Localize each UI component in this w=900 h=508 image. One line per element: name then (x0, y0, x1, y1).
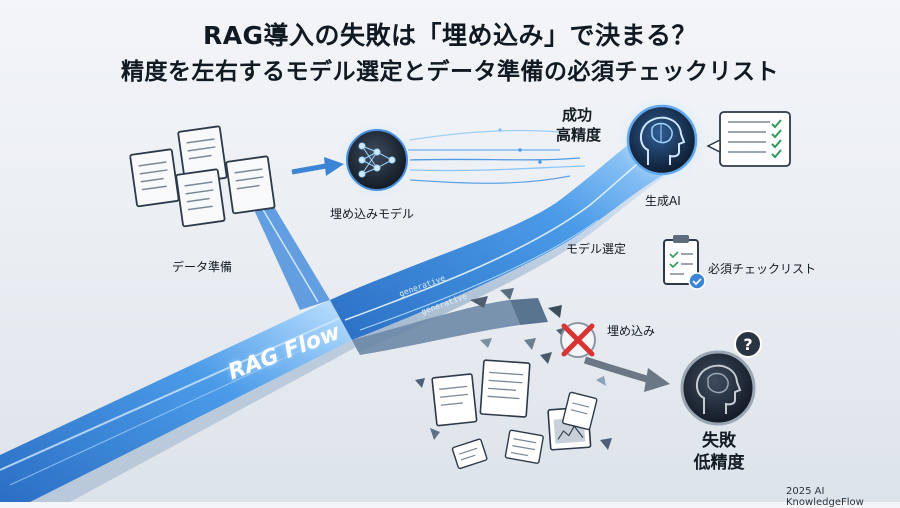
confused-head-icon (680, 350, 756, 426)
failure-branch (352, 288, 570, 364)
page-title: RAG導入の失敗は「埋め込み」で決まる？ (202, 21, 698, 50)
scattered-documents-icon (415, 359, 612, 470)
arrow-right-icon (291, 157, 344, 176)
success-label: 成功 (562, 106, 593, 124)
question-mark-icon: ? (734, 330, 762, 358)
embedding-model-label: 埋め込みモデル (330, 207, 415, 221)
rag-flow-road (0, 300, 360, 502)
data-prep-label: データ準備 (172, 260, 233, 274)
brain-head-icon (618, 96, 706, 184)
checklist-document-icon (706, 111, 791, 167)
footer-credit: 2025 AI KnowledgeFlow (786, 486, 864, 508)
generative-ai-label: 生成AI (645, 194, 681, 208)
failure-arrow-icon (583, 356, 670, 392)
red-x-icon (560, 322, 596, 358)
document-stack-icon (129, 125, 276, 228)
page-subtitle: 精度を左右するモデル選定とデータ準備の必須チェックリスト (121, 59, 779, 85)
data-stream (407, 128, 586, 184)
high-accuracy-label: 高精度 (556, 126, 602, 144)
neural-network-icon (339, 122, 415, 198)
svg-text:?: ? (743, 335, 752, 354)
clipboard-check-icon (663, 235, 706, 290)
data-prep-branch (255, 200, 330, 310)
failure-label: 失敗 (702, 431, 736, 451)
model-selection-label: モデル選定 (566, 242, 627, 256)
checklist-label: 必須チェックリスト (708, 262, 817, 276)
embedding-label: 埋め込み (607, 324, 656, 338)
low-accuracy-label: 低精度 (693, 453, 745, 473)
